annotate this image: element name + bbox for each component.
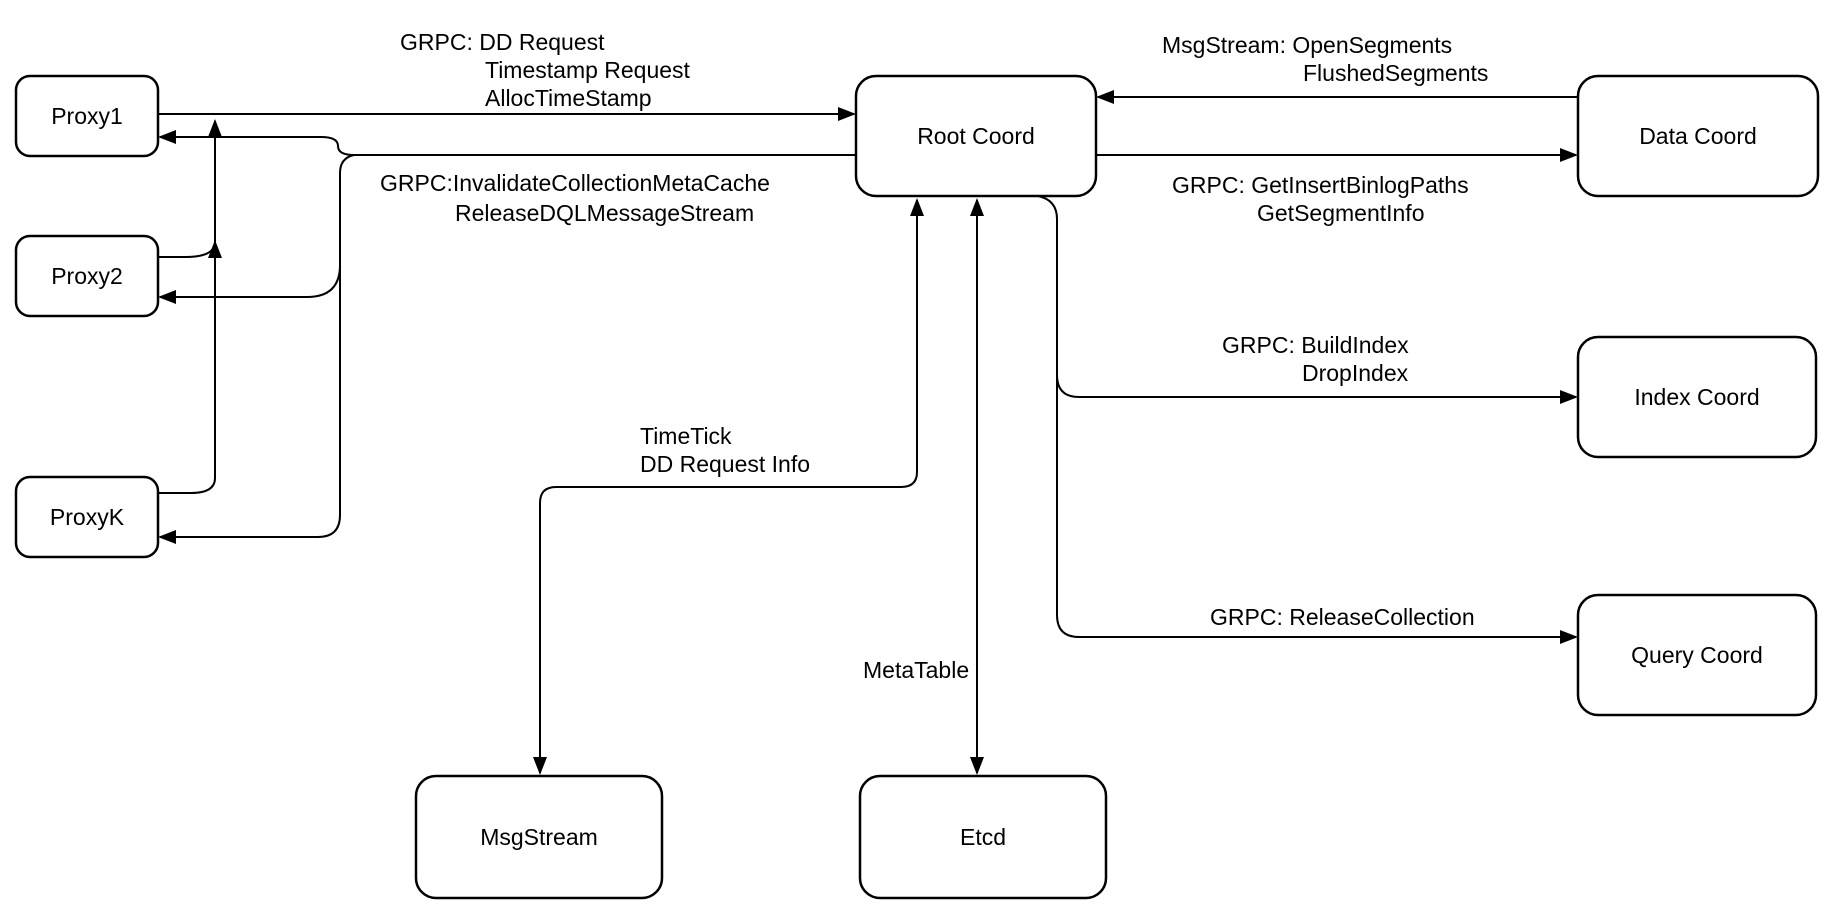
label-proxy-to-rootcoord-grpc-line-3: AllocTimeStamp: [485, 85, 652, 111]
label-rootcoord-to-datacoord-grpc-line-2: GetSegmentInfo: [1257, 200, 1425, 226]
label-rootcoord-to-proxy-grpc-line-2: ReleaseDQLMessageStream: [455, 200, 754, 226]
label-rootcoord-to-proxy-grpc-line-1: GRPC:InvalidateCollectionMetaCache: [380, 170, 770, 196]
label-rootcoord-to-indexcoord-grpc-line-2: DropIndex: [1302, 360, 1409, 386]
node-query-coord: Query Coord: [1576, 593, 1818, 717]
node-proxy2: Proxy2: [14, 234, 160, 318]
node-proxyk-box: [14, 475, 160, 559]
node-proxy1: Proxy1: [14, 74, 160, 158]
edges-layer: [158, 90, 1578, 775]
node-msgstream-label: MsgStream: [480, 824, 598, 850]
node-proxy2-box: [14, 234, 160, 318]
edge-rootcoord-to-proxyk: [158, 154, 355, 544]
label-proxy-to-rootcoord-grpc-line-1: GRPC: DD Request: [400, 29, 605, 55]
node-proxy1-box: [14, 74, 160, 158]
node-query-coord-box: [1576, 593, 1818, 717]
node-proxy2-label: Proxy2: [51, 263, 123, 289]
node-etcd-box: [858, 774, 1108, 900]
node-proxyk-label: ProxyK: [50, 504, 125, 530]
node-index-coord-label: Index Coord: [1634, 384, 1759, 410]
label-proxy-to-rootcoord-grpc-line-2: Timestamp Request: [485, 57, 691, 83]
node-data-coord: Data Coord: [1576, 74, 1820, 198]
node-msgstream-box: [414, 774, 664, 900]
node-index-coord-box: [1576, 335, 1818, 459]
edge-rootcoord-to-querycoord: [1037, 195, 1578, 644]
label-rootcoord-to-datacoord-grpc-line-1: GRPC: GetInsertBinlogPaths: [1172, 172, 1469, 198]
label-rootcoord-msgstream-line-2: DD Request Info: [640, 451, 810, 477]
node-index-coord: Index Coord: [1576, 335, 1818, 459]
node-root-coord-box: [854, 74, 1098, 198]
node-etcd: Etcd: [858, 774, 1108, 900]
node-root-coord-label: Root Coord: [917, 123, 1035, 149]
node-msgstream: MsgStream: [414, 774, 664, 900]
label-rootcoord-msgstream-line-1: TimeTick: [640, 423, 732, 449]
edge-rootcoord-to-proxy1: [158, 130, 856, 156]
edge-proxy2-merge-to-request-line: [158, 240, 222, 259]
label-rootcoord-to-indexcoord-grpc-line-1: GRPC: BuildIndex: [1222, 332, 1409, 358]
node-proxy1-label: Proxy1: [51, 103, 123, 129]
edge-rootcoord-msgstream-timetick: [533, 198, 924, 775]
label-datacoord-to-rootcoord-msgstream-line-2: FlushedSegments: [1303, 60, 1488, 86]
node-data-coord-label: Data Coord: [1639, 123, 1757, 149]
node-query-coord-label: Query Coord: [1631, 642, 1763, 668]
edge-rootcoord-to-indexcoord: [1056, 374, 1578, 404]
label-rootcoord-etcd-line-1: MetaTable: [863, 657, 969, 683]
edge-rootcoord-to-proxy2: [158, 264, 341, 304]
node-data-coord-box: [1576, 74, 1820, 198]
edge-proxyk-merge-to-request-line: [158, 119, 222, 494]
label-datacoord-to-rootcoord-msgstream-line-1: MsgStream: OpenSegments: [1162, 32, 1452, 58]
node-root-coord: Root Coord: [854, 74, 1098, 198]
node-etcd-label: Etcd: [960, 824, 1006, 850]
node-proxyk: ProxyK: [14, 475, 160, 559]
label-rootcoord-to-querycoord-grpc-line-1: GRPC: ReleaseCollection: [1210, 604, 1475, 630]
